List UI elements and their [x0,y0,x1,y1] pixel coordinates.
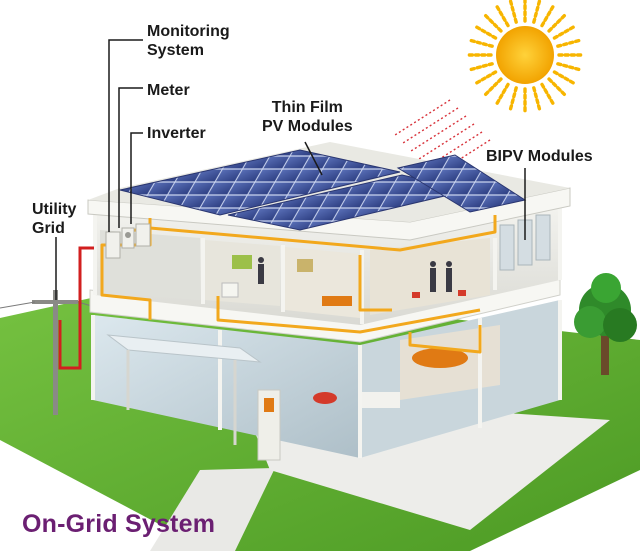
tree [574,273,637,375]
label-leader-lines [55,39,526,300]
monitoring-system-box [105,231,121,259]
utility-label-line2: Grid [32,220,65,237]
inverter-label: Inverter [147,125,206,142]
thin-film-pv-label: Thin Film PV Modules [262,98,353,136]
sun-ray [467,38,494,48]
sun-ray [508,86,518,113]
desk [322,296,352,306]
sign-post [257,389,281,461]
copier [221,282,239,298]
entrance-canopy [106,334,262,363]
lobby-chair [313,392,337,404]
sun-ray [508,0,518,24]
sun-ray [532,86,542,113]
sun-ray [473,24,498,40]
sun-ray [482,12,503,33]
wall-picture [232,255,252,269]
thin-film-label-line2: PV Modules [262,118,353,135]
bipv-modules-label: BIPV Modules [486,148,593,165]
page-title: On-Grid System [22,510,216,538]
sun-ray [540,3,556,28]
chair [412,290,466,298]
meter-label: Meter [147,82,190,99]
utility-grid-label: Utility Grid [32,200,76,238]
inverter-box [135,223,151,247]
sun-ray [547,12,568,33]
thin-film-pv-modules [119,149,471,231]
sun-ray [552,70,577,86]
office-room-2 [205,240,280,306]
sun-ray [494,82,510,107]
person [258,257,452,292]
thin-film-label-line1: Thin Film [271,99,343,116]
monitoring-system-label: Monitoring System [147,22,230,60]
monitoring-label-line1: Monitoring [147,23,230,40]
sun-ray [473,70,498,86]
meter-box [121,227,135,249]
sun-ray [556,62,583,72]
monitoring-label-line2: System [147,42,204,59]
bipv-glass-panel [499,214,551,271]
sun-ray [467,62,494,72]
conference-table [412,348,468,368]
sun-ray [556,38,583,48]
sun-ray [552,24,577,40]
grid-connection-wire [58,246,94,370]
office-room-3 [285,247,360,318]
sun-ray [532,0,542,24]
sun-icon [465,0,585,115]
sun-ray [547,77,568,98]
sun-ray [494,3,510,28]
reception-desk [360,392,400,408]
sun-ray [540,82,556,107]
wall-picture [297,259,313,272]
sun-ray [482,77,503,98]
front-path [150,468,275,551]
utility-label-line1: Utility [32,201,77,218]
